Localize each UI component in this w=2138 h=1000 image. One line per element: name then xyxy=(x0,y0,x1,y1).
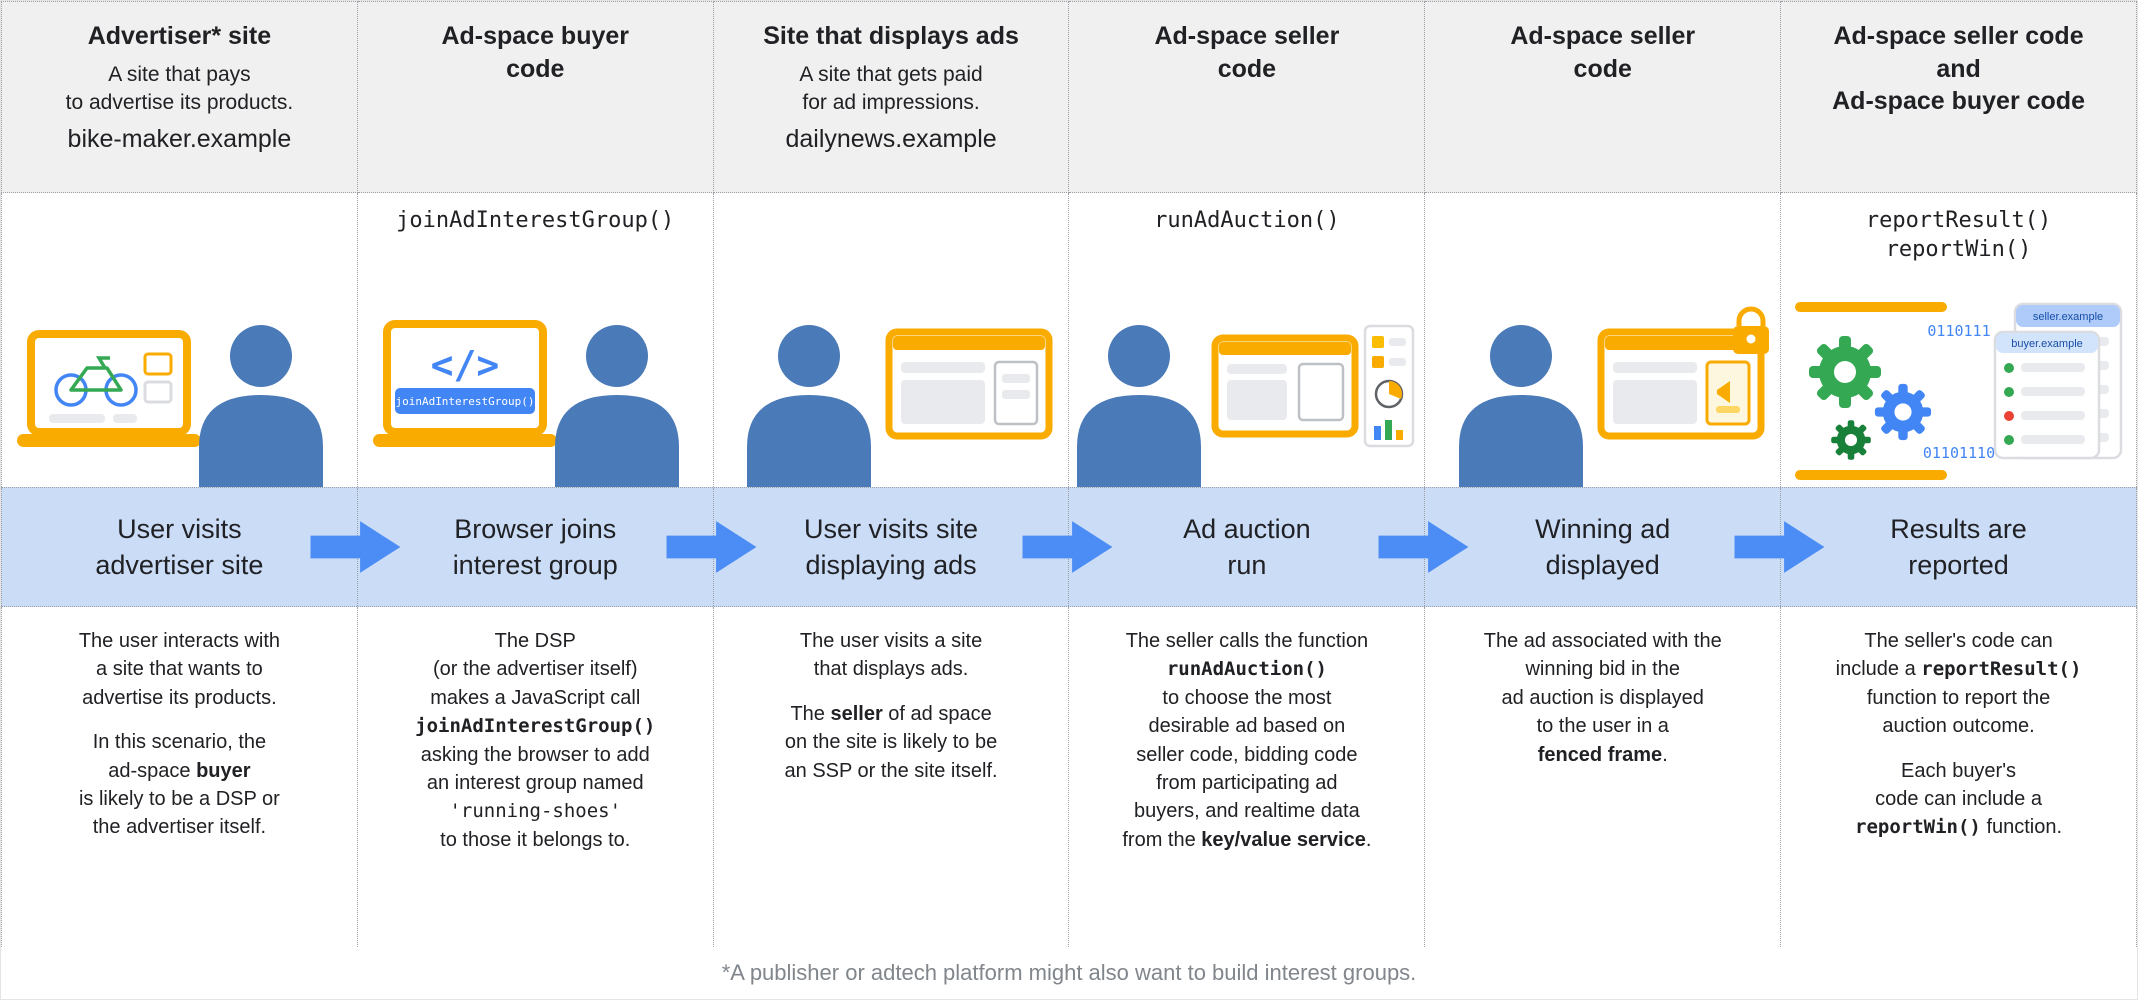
code-label: runAdAuction() xyxy=(1154,208,1340,233)
illustration-row: joinAdInterestGroup() </> joinAdInterest… xyxy=(1,193,2137,487)
column-title: Ad-space seller code xyxy=(1154,22,1340,83)
flow-step-results-reported: Results are reported xyxy=(1781,488,2137,606)
description-ad-auction: The seller calls the function runAdAucti… xyxy=(1069,607,1426,947)
product-tile-icon xyxy=(143,380,173,404)
column-header-seller-code-display: Ad-space seller code xyxy=(1425,1,1782,193)
column-header-buyer-code: Ad-space buyer code xyxy=(357,1,714,193)
buyer-code-illustration: </> joinAdInterestGroup() xyxy=(373,320,680,487)
seller-card-label: seller.example xyxy=(2032,311,2102,323)
winning-ad-illustration xyxy=(1458,306,1769,487)
illustration-reporting: reportResult() reportWin() xyxy=(1781,193,2137,487)
person-icon xyxy=(747,325,872,487)
column-domain: bike-maker.example xyxy=(67,125,292,154)
buyer-report-card-icon: buyer.example xyxy=(1993,330,2100,460)
flow-step-browser-joins-interest-group: Browser joins interest group xyxy=(358,488,714,606)
illustration-ad-auction: runAdAuction() xyxy=(1069,193,1426,487)
description-row: The user interacts with a site that want… xyxy=(1,607,2137,947)
bicycle-icon xyxy=(54,356,139,407)
column-subtitle: A site that gets paid for ad impressions… xyxy=(799,62,983,114)
flow-step-winning-ad-displayed: Winning ad displayed xyxy=(1425,488,1782,606)
code-frame-bar xyxy=(1794,302,1947,312)
illustration-buyer-code: joinAdInterestGroup() </> joinAdInterest… xyxy=(357,193,714,487)
description-winning-ad: The ad associated with the winning bid i… xyxy=(1425,607,1782,947)
pie-chart-icon xyxy=(1374,379,1404,409)
gear-icon-green xyxy=(1808,336,1881,408)
column-title: Site that displays ads xyxy=(763,22,1019,50)
illustration-advertiser-site xyxy=(1,193,358,487)
advertiser-site-illustration xyxy=(17,325,324,487)
column-header-advertiser-site: Advertiser* site A site that pays to adv… xyxy=(1,1,358,193)
flow-band: User visits advertiser site Browser join… xyxy=(1,487,2137,607)
header-row: Advertiser* site A site that pays to adv… xyxy=(1,1,2137,193)
illustration-display-site xyxy=(713,193,1070,487)
gear-icon-blue xyxy=(1874,383,1931,441)
person-icon xyxy=(1458,325,1583,487)
code-laptop-icon: </> joinAdInterestGroup() xyxy=(373,320,558,447)
ad-auction-illustration xyxy=(1076,324,1415,487)
code-label: reportResult() reportWin() xyxy=(1865,208,2052,262)
column-header-seller-code-auction: Ad-space seller code xyxy=(1069,1,1426,193)
bar-chart-icon xyxy=(1373,420,1403,440)
person-icon xyxy=(1076,325,1201,487)
laptop-icon xyxy=(17,330,202,447)
column-subtitle: A site that pays to advertise its produc… xyxy=(65,62,294,114)
buyer-card-label: buyer.example xyxy=(2011,338,2083,350)
illustration-winning-ad xyxy=(1425,193,1782,487)
person-icon xyxy=(199,325,324,487)
screen-code-text: joinAdInterestGroup() xyxy=(396,395,535,408)
code-glyph: </> xyxy=(431,343,500,387)
monitor-icon xyxy=(1211,334,1359,438)
flow-arrow-icon xyxy=(1022,516,1116,578)
person-icon xyxy=(555,325,680,487)
code-frame-bar xyxy=(1794,470,1947,480)
news-site-monitor-icon xyxy=(885,328,1053,440)
column-title: Ad-space seller code and Ad-space buyer … xyxy=(1832,22,2085,115)
description-advertiser-site: The user interacts with a site that want… xyxy=(1,607,358,947)
report-rows xyxy=(2003,363,2085,445)
column-title: Ad-space seller code xyxy=(1510,22,1696,83)
ad-slot-icon xyxy=(993,360,1039,426)
flow-arrow-icon xyxy=(310,516,404,578)
gear-icon-green-small xyxy=(1830,420,1871,460)
binary-text: 01101110 xyxy=(1922,444,1994,462)
flow-arrow-icon xyxy=(666,516,760,578)
description-buyer-code: The DSP (or the advertiser itself) makes… xyxy=(357,607,714,947)
winning-ad-icon xyxy=(1705,360,1751,426)
monitor-icon xyxy=(1597,328,1765,440)
footnote-text: *A publisher or adtech platform might al… xyxy=(721,960,1417,985)
column-header-seller-and-buyer-code: Ad-space seller code and Ad-space buyer … xyxy=(1781,1,2137,193)
column-title: Ad-space buyer code xyxy=(441,22,630,83)
footer-row: *A publisher or adtech platform might al… xyxy=(1,947,2137,999)
description-reporting: The seller's code can include a reportRe… xyxy=(1781,607,2137,947)
flow-arrow-icon xyxy=(1734,516,1828,578)
publisher-site-illustration xyxy=(747,325,1053,487)
binary-text: 0110111 xyxy=(1927,322,1990,340)
auction-panel-icon xyxy=(1363,324,1415,448)
ad-slot-icon xyxy=(1297,362,1345,422)
column-domain: dailynews.example xyxy=(785,125,997,154)
flow-step-user-visits-display-site: User visits site displaying ads xyxy=(714,488,1070,606)
column-title: Advertiser* site xyxy=(87,22,272,50)
flow-arrow-icon xyxy=(1378,516,1472,578)
reporting-illustration: 0110111 01101110 seller.example xyxy=(1794,302,2122,480)
flow-step-ad-auction-run: Ad auction run xyxy=(1069,488,1426,606)
padlock-icon xyxy=(1732,306,1769,354)
description-display-site: The user visits a site that displays ads… xyxy=(713,607,1070,947)
flow-step-user-visits-advertiser: User visits advertiser site xyxy=(1,488,358,606)
product-tile-icon xyxy=(143,352,173,376)
code-label: joinAdInterestGroup() xyxy=(396,208,675,233)
column-header-display-site: Site that displays ads A site that gets … xyxy=(713,1,1070,193)
